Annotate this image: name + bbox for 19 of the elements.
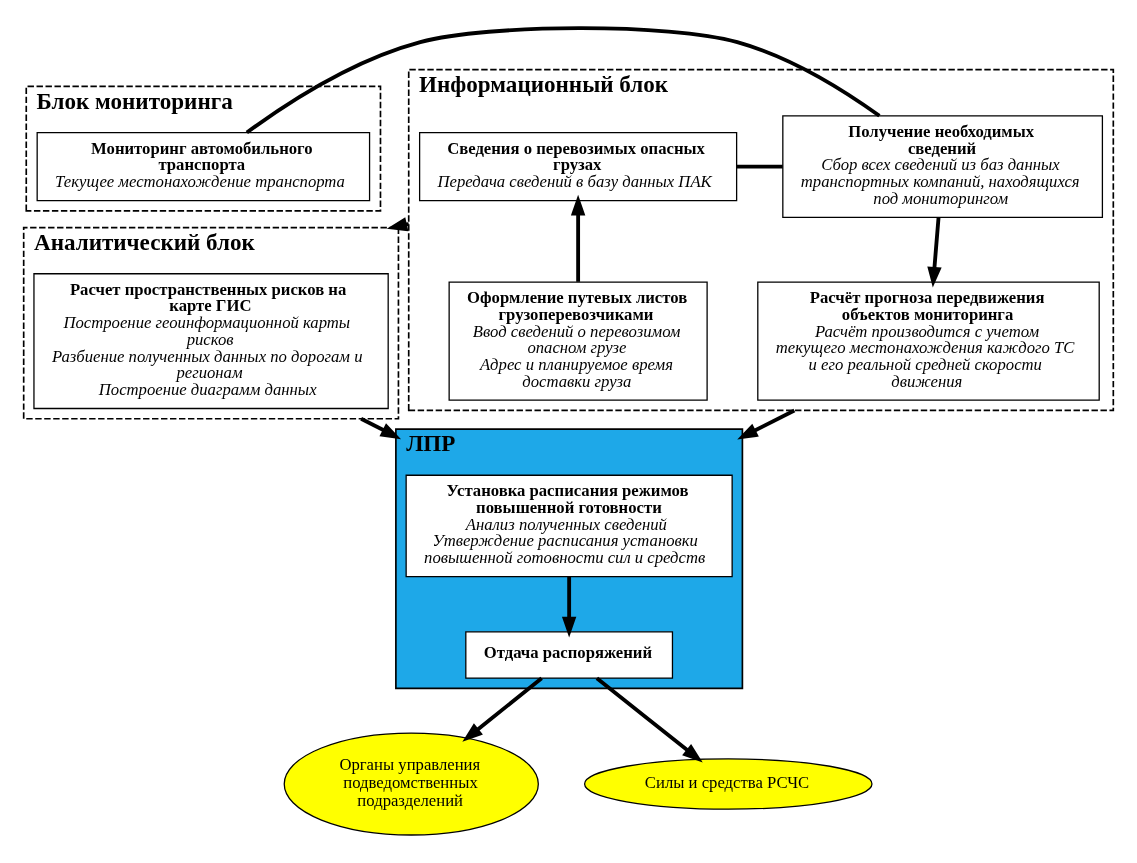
arrow bbox=[595, 676, 703, 763]
node-ellipse: Органы управления подведомственных подразделений bbox=[283, 732, 539, 836]
node-box: Мониторинг автомобильного транспорта Текущее местонахождение транспорта bbox=[36, 131, 371, 202]
node-box: Расчёт прогноза передвижения объектов мониторинга Расчёт производится с учетом текущего местонахождения каждого ТС и его реальной средней скорости движения bbox=[757, 281, 1100, 401]
node-ellipse: Силы и средства РСЧС bbox=[583, 758, 873, 810]
arrow bbox=[360, 417, 402, 440]
arrow bbox=[561, 576, 577, 638]
node-box: Расчет пространственных рисков на карте ГИС Построение геоинформационной карты рисков Разбиение полученных данных по дорогам и регионам Построение диаграмм данных bbox=[33, 273, 389, 410]
node-box: Отдача распоряжений bbox=[465, 631, 674, 679]
arrow bbox=[927, 217, 942, 288]
arrow bbox=[570, 194, 586, 282]
node-box: Получение необходимых сведений Сбор всех сведений из баз данных транспортных компаний, находящихся под мониторингом bbox=[782, 115, 1104, 218]
connector bbox=[736, 164, 783, 169]
node-box: Сведения о перевозимых опасных грузах Передача сведений в базу данных ПАК bbox=[419, 131, 738, 202]
connector bbox=[245, 26, 881, 134]
node-box: Установка расписания режимов повышенной готовности Анализ полученных сведений Утверждение расписания установки повышенной готовности сил и средств bbox=[405, 474, 733, 578]
node-box: Оформление путевых листов грузоперевозчиками Ввод сведений о перевозимом опасном грузе Адрес и планируемое время доставки груза bbox=[448, 281, 708, 401]
arrow bbox=[737, 408, 796, 440]
arrow bbox=[462, 676, 543, 742]
